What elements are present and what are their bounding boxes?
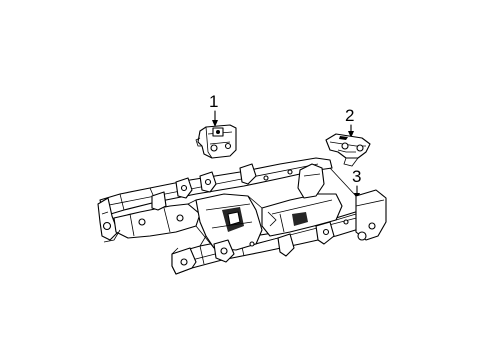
- callout-2-label: 2: [345, 106, 354, 125]
- callout-3-label: 3: [352, 167, 361, 186]
- part-3-frame-assembly[interactable]: [97, 157, 387, 275]
- callout-2[interactable]: 2: [345, 106, 354, 138]
- callout-1-arrowhead: [212, 120, 218, 127]
- part-2-transmission-mount[interactable]: [325, 133, 371, 167]
- callout-1[interactable]: 1: [209, 92, 218, 127]
- callout-2-arrowhead: [348, 131, 354, 138]
- part-1-engine-mount[interactable]: [195, 124, 237, 159]
- callout-1-label: 1: [209, 92, 218, 111]
